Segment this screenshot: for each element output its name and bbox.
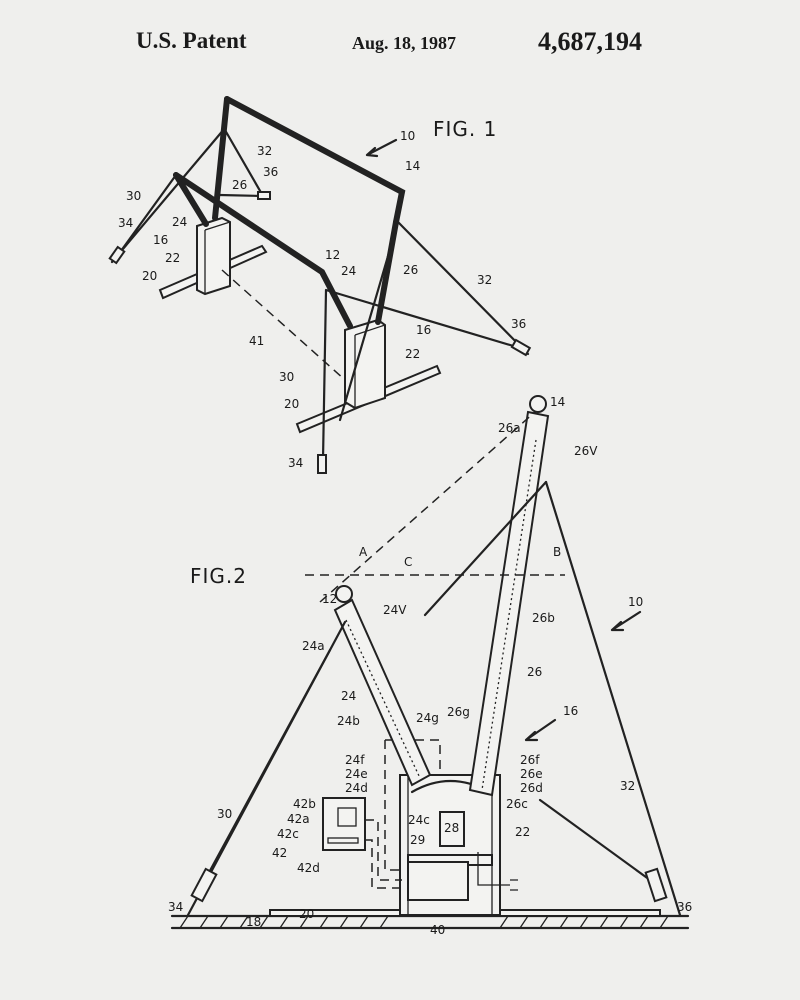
patent-date: Aug. 18, 1987 [352, 33, 457, 53]
reference-numeral: 26d [520, 781, 543, 795]
reference-numeral: 26 [232, 178, 247, 192]
reference-numeral: 16 [563, 704, 578, 718]
plug-icon [477, 852, 518, 891]
reference-numeral: 26a [498, 421, 521, 435]
reference-numeral: 34 [288, 456, 303, 470]
dashed-line-41 [221, 269, 346, 381]
reference-numeral: 16 [416, 323, 431, 337]
pivot-12 [335, 585, 353, 603]
reference-numeral: 10 [628, 595, 643, 609]
patent-number: 4,687,194 [538, 27, 642, 56]
housing-rear [196, 216, 231, 296]
reference-numeral: 42d [297, 861, 320, 875]
reference-numeral: 24a [302, 639, 325, 653]
power-unit-40 [407, 861, 469, 901]
reference-numeral: 24d [345, 781, 368, 795]
reference-numeral: 36 [263, 165, 278, 179]
keypad [337, 807, 357, 827]
reference-numeral: 26e [520, 767, 543, 781]
frame-bar-14 [224, 96, 406, 225]
reference-numeral: 29 [410, 833, 425, 847]
fig2-reference-labels: 14 26a 26V A C B 12 24V 10 24a 26b 26 24… [168, 395, 692, 937]
reference-numeral: 24e [345, 767, 368, 781]
reference-numeral: 26V [574, 444, 598, 458]
dashed-line-41 [319, 411, 536, 603]
reference-numeral: 34 [118, 216, 133, 230]
fig1-reference-labels: 10 14 32 36 26 30 34 24 16 22 20 12 24 2… [118, 129, 526, 470]
arrow-10 [365, 138, 398, 158]
fig2-title: FIG.2 [190, 564, 247, 588]
arrow-16 [524, 718, 557, 742]
reference-numeral: 32 [620, 779, 635, 793]
reference-numeral: 20 [299, 907, 314, 921]
reference-numeral: 24 [172, 215, 187, 229]
reference-numeral: 12 [325, 248, 340, 262]
fig1-title: FIG. 1 [433, 117, 497, 141]
reference-numeral: 20 [142, 269, 157, 283]
reference-numeral: 41 [249, 334, 264, 348]
strut-26-rear [212, 96, 230, 221]
reference-numeral: 24V [383, 603, 407, 617]
turnbuckle-36 [644, 867, 668, 903]
reference-numeral: 30 [126, 189, 141, 203]
reference-numeral: 26f [520, 753, 540, 767]
reference-numeral: 24b [337, 714, 360, 728]
reference-numeral: 12 [322, 592, 337, 606]
reference-numeral: 42a [287, 812, 310, 826]
turnbuckle-36-rear [257, 191, 271, 200]
reference-numeral: 40 [430, 923, 445, 937]
reference-numeral: 30 [279, 370, 294, 384]
reference-numeral: 30 [217, 807, 232, 821]
reference-numeral: 14 [405, 159, 420, 173]
reference-numeral: 32 [257, 144, 272, 158]
cables-front [321, 220, 530, 462]
boom-24 [333, 598, 432, 787]
reference-numeral: 36 [511, 317, 526, 331]
reference-numeral: B [553, 545, 561, 559]
control-panel-42 [322, 797, 366, 851]
reference-numeral: 10 [400, 129, 415, 143]
reference-numeral: 22 [515, 825, 530, 839]
reference-numeral: 32 [477, 273, 492, 287]
reference-numeral: 28 [444, 821, 459, 835]
reference-numeral: 22 [405, 347, 420, 361]
cables-rear [110, 126, 265, 264]
reference-numeral: 14 [550, 395, 565, 409]
reference-numeral: 36 [677, 900, 692, 914]
reference-numeral: 26c [506, 797, 528, 811]
reference-numeral: 18 [246, 915, 261, 929]
reference-numeral: C [404, 555, 412, 569]
patent-label: U.S. Patent [136, 28, 247, 53]
reference-numeral: 24g [416, 711, 439, 725]
reference-numeral: 24f [345, 753, 365, 767]
reference-numeral: 22 [165, 251, 180, 265]
pivot-14 [529, 395, 547, 413]
reference-numeral: 26b [532, 611, 555, 625]
figure-1: FIG. 1 10 14 32 36 26 30 [108, 96, 532, 474]
reference-numeral: 24c [408, 813, 430, 827]
turnbuckle-36-front [510, 338, 532, 357]
reference-numeral: 24 [341, 689, 356, 703]
arrow-10 [610, 610, 642, 632]
strut-24-rear [173, 172, 209, 227]
reference-numeral: 42b [293, 797, 316, 811]
reference-numeral: 16 [153, 233, 168, 247]
motor-28 [439, 811, 465, 847]
reference-numeral: 42 [272, 846, 287, 860]
frame-bar-12 [173, 172, 353, 329]
reference-numeral: 24 [341, 264, 356, 278]
reference-numeral: 26 [403, 263, 418, 277]
reference-numeral: 20 [284, 397, 299, 411]
reference-numeral: 26 [527, 665, 542, 679]
reference-numeral: 42c [277, 827, 299, 841]
figure-2: FIG.2 [168, 395, 692, 937]
reference-numeral: 26g [447, 705, 470, 719]
boom-26 [468, 410, 550, 797]
turnbuckle-34 [190, 867, 218, 903]
turnbuckle-34-rear [108, 245, 126, 265]
reference-numeral: A [359, 545, 368, 559]
reference-numeral: 34 [168, 900, 183, 914]
cable-32 [544, 480, 682, 917]
turnbuckle-34-front [317, 454, 327, 474]
